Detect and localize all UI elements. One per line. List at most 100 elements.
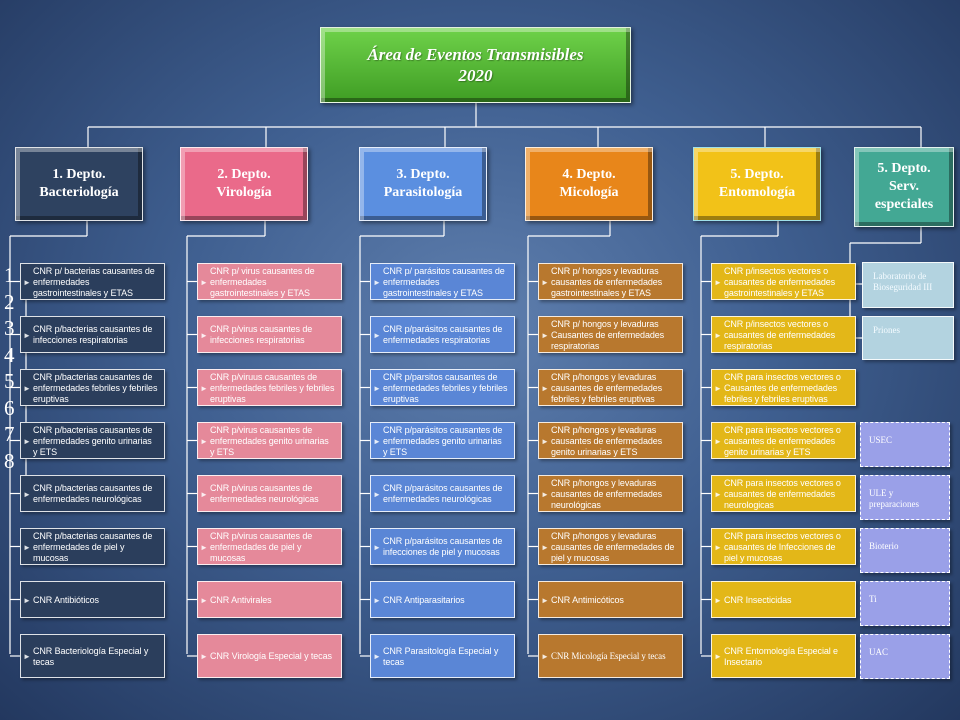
cell-4-2: ►CNR p/ hongos y levaduras Causantes de …: [538, 316, 683, 353]
dept-header: 4. Depto. Micología: [525, 147, 653, 221]
cell-1-6: ►CNR p/bacterias causantes de enfermedad…: [20, 528, 165, 565]
arrow-icon: ►: [541, 489, 549, 499]
cell-5-4: ►CNR para insectos vectores o causantes …: [711, 422, 856, 459]
cell-text: CNR para insectos vectores o causantes d…: [724, 424, 841, 457]
cell-text: CNR p/parásitos causantes de enfermedade…: [383, 483, 503, 504]
cell-text: CNR p/bacterias causantes de enfermedade…: [33, 424, 153, 457]
dept-header: 3. Depto. Parasitología: [359, 147, 487, 221]
arrow-icon: ►: [541, 383, 549, 393]
cell-text: CNR p/virus causantes de enfermedades de…: [210, 530, 313, 563]
arrow-icon: ►: [23, 277, 31, 287]
cell-5-3: ►CNR para insectos vectores o Causantes …: [711, 369, 856, 406]
cell-4-6: ►CNR p/hongos y levaduras causantes de e…: [538, 528, 683, 565]
arrow-icon: ►: [373, 330, 381, 340]
cell-4-7: ►CNR Antimicóticos: [538, 581, 683, 618]
arrow-icon: ►: [541, 595, 549, 605]
row-number: 6: [4, 395, 15, 420]
special-item-label: Priones: [873, 325, 900, 335]
unit-box: Bioterio: [860, 528, 950, 573]
arrow-icon: ►: [373, 542, 381, 552]
dept-header: 5. Depto. Entomología: [693, 147, 821, 221]
row-number: 4: [4, 342, 15, 367]
cell-1-8: ►CNR Bacteriología Especial y tecas: [20, 634, 165, 678]
cell-text: CNR p/insectos vectores o causantes de e…: [724, 265, 836, 298]
arrow-icon: ►: [200, 383, 208, 393]
arrow-icon: ►: [23, 383, 31, 393]
cell-text: CNR Antimicóticos: [551, 594, 624, 605]
arrow-icon: ►: [23, 542, 31, 552]
cell-3-7: ►CNR Antiparasitarios: [370, 581, 515, 618]
cell-3-3: ►CNR p/parsitos causantes de enfermedade…: [370, 369, 515, 406]
arrow-icon: ►: [714, 595, 722, 605]
arrow-icon: ►: [23, 330, 31, 340]
arrow-icon: ►: [714, 330, 722, 340]
arrow-icon: ►: [373, 652, 381, 661]
unit-label: Bioterio: [869, 541, 899, 551]
area-year: 2020: [458, 66, 493, 85]
cell-4-3: ►CNR p/hongos y levaduras causantes de e…: [538, 369, 683, 406]
cell-text: CNR p/virus causantes de enfermedades ne…: [210, 483, 319, 504]
cell-text: CNR p/parásitos causantes de enfermedade…: [383, 424, 503, 457]
cell-text: CNR p/parásitos causantes de infecciones…: [383, 536, 503, 557]
arrow-icon: ►: [373, 383, 381, 393]
cell-text: CNR p/bacterias causantes de infecciones…: [33, 324, 153, 345]
arrow-icon: ►: [200, 489, 208, 499]
cell-text: CNR Micología Especial y tecas: [551, 651, 666, 661]
cell-text: CNR Entomología Especial e Insectario: [724, 645, 838, 667]
arrow-icon: ►: [23, 595, 31, 605]
cell-text: CNR p/hongos y levaduras causantes de en…: [551, 424, 663, 457]
cell-3-1: ►CNR p/ parásitos causantes de enfermeda…: [370, 263, 515, 300]
dept-title: 2. Depto. Virología: [216, 167, 272, 200]
cell-1-3: ►CNR p/bacterias causantes de enfermedad…: [20, 369, 165, 406]
cell-5-1: ►CNR p/insectos vectores o causantes de …: [711, 263, 856, 300]
unit-box: USEC: [860, 422, 950, 467]
arrow-icon: ►: [373, 436, 381, 446]
arrow-icon: ►: [373, 595, 381, 605]
dept-header: 1. Depto. Bacteriología: [15, 147, 143, 221]
cell-text: CNR p/viruus causantes de enfermedades f…: [210, 371, 335, 404]
arrow-icon: ►: [200, 330, 208, 340]
arrow-icon: ►: [200, 542, 208, 552]
special-dept-header: 5. Depto. Serv. especiales: [854, 147, 954, 227]
cell-2-6: ►CNR p/virus causantes de enfermedades d…: [197, 528, 342, 565]
arrow-icon: ►: [200, 652, 208, 661]
cell-1-4: ►CNR p/bacterias causantes de enfermedad…: [20, 422, 165, 459]
arrow-icon: ►: [200, 436, 208, 446]
special-item: Priones: [862, 316, 954, 360]
cell-text: CNR Antibióticos: [33, 594, 99, 605]
cell-text: CNR p/ virus causantes de enfermedades g…: [210, 265, 315, 298]
arrow-icon: ►: [541, 542, 549, 552]
row-number: 2: [4, 289, 15, 314]
dept-header: 2. Depto. Virología: [180, 147, 308, 221]
cell-2-8: ►CNR Virología Especial y tecas: [197, 634, 342, 678]
special-item-label: Laboratorio de Bioseguridad III: [873, 271, 933, 292]
arrow-icon: ►: [541, 277, 549, 287]
unit-box: UAC: [860, 634, 950, 679]
cell-1-7: ►CNR Antibióticos: [20, 581, 165, 618]
unit-box: ULE y preparaciones: [860, 475, 950, 520]
cell-1-2: ►CNR p/bacterias causantes de infeccione…: [20, 316, 165, 353]
arrow-icon: ►: [714, 436, 722, 446]
arrow-icon: ►: [23, 652, 31, 661]
cell-4-1: ►CNR p/ hongos y levaduras causantes de …: [538, 263, 683, 300]
cell-5-6: ►CNR para insectos vectores o causantes …: [711, 528, 856, 565]
cell-text: CNR p/virus causantes de enfermedades ge…: [210, 424, 329, 457]
dept-title: 5. Depto. Serv. especiales: [874, 161, 934, 212]
cell-text: CNR p/hongos y levaduras causantes de en…: [551, 530, 675, 563]
cell-text: CNR p/ hongos y levaduras causantes de e…: [551, 265, 663, 298]
unit-label: Ti: [869, 594, 877, 604]
cell-text: CNR p/bacterias causantes de enfermedade…: [33, 483, 153, 504]
cell-3-5: ►CNR p/parásitos causantes de enfermedad…: [370, 475, 515, 512]
dept-title: 5. Depto. Entomología: [718, 167, 796, 200]
cell-5-8: ►CNR Entomología Especial e Insectario: [711, 634, 856, 678]
dept-title: 4. Depto. Micología: [559, 167, 619, 200]
cell-2-4: ►CNR p/virus causantes de enfermedades g…: [197, 422, 342, 459]
arrow-icon: ►: [23, 436, 31, 446]
unit-label: ULE y preparaciones: [869, 488, 919, 509]
cell-3-6: ►CNR p/parásitos causantes de infeccione…: [370, 528, 515, 565]
cell-4-4: ►CNR p/hongos y levaduras causantes de e…: [538, 422, 683, 459]
cell-2-1: ►CNR p/ virus causantes de enfermedades …: [197, 263, 342, 300]
row-number: 1: [4, 263, 15, 287]
cell-2-5: ►CNR p/virus causantes de enfermedades n…: [197, 475, 342, 512]
